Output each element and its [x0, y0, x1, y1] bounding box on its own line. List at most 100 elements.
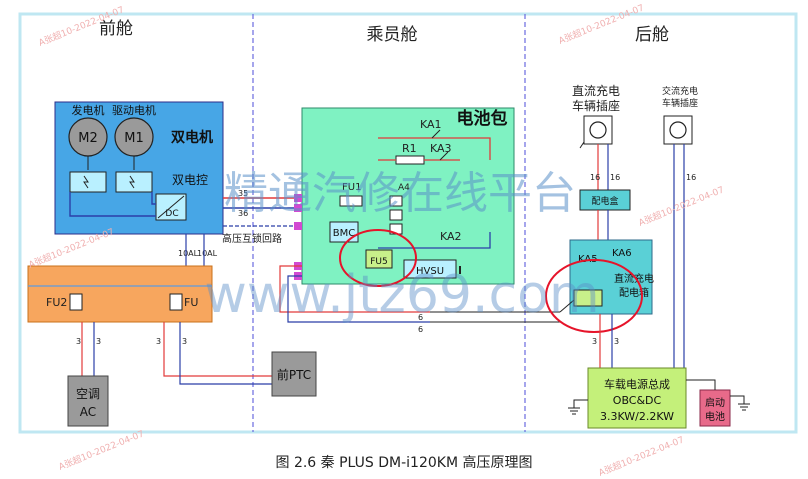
dc-socket-icon [583, 115, 613, 145]
rear-fuse-box [573, 289, 603, 307]
ka3-switch-icon [439, 151, 449, 161]
battery-pack-title: 电池包 [457, 108, 508, 129]
ground-dc-socket [579, 141, 585, 149]
hvsu-box [403, 259, 457, 279]
dcdc-label: DC [165, 209, 178, 219]
annotation-circle-battery [339, 229, 417, 287]
wire-to-start-battery [686, 379, 716, 390]
r1-resistor [395, 155, 425, 165]
ac-compressor-box [67, 375, 109, 427]
watermark-main-1: 精通汽修在线平台 [224, 168, 576, 219]
bmc-box [329, 221, 359, 243]
start-battery-label-1: 启动 [705, 396, 725, 409]
dc-box [579, 189, 631, 211]
wire-label-16a: 16 [590, 173, 600, 182]
fu2-icon [69, 293, 83, 311]
wire-label-16b: 16 [610, 173, 620, 182]
inverter-2-icon [129, 175, 135, 189]
start-battery-label-2: 电池 [705, 410, 725, 423]
motor-m1-label: M1 [124, 131, 144, 146]
inverter-1-icon [83, 175, 89, 189]
wire-label-rear-3: 3 [592, 337, 597, 346]
wire-label-16c: 16 [686, 173, 696, 182]
dc-socket-ring [589, 121, 607, 139]
r1-label: R1 [402, 142, 417, 155]
wire-label-ptc-1: 3 [156, 337, 161, 346]
dc-socket-label-2: 车辆插座 [572, 98, 620, 113]
dc-charge-box-label-1: 直流充电 [614, 272, 654, 285]
fu1-battery-icon [339, 195, 363, 207]
section-title-front: 前舱 [99, 19, 133, 39]
fu2-label: FU2 [46, 296, 67, 309]
ka4-label: A4 [398, 183, 410, 193]
fu5-label: FU5 [370, 257, 388, 267]
ac-socket-label-1: 交流充电 [662, 85, 698, 97]
wire-to-rear-2 [287, 275, 430, 323]
wire-ptc-2 [179, 322, 272, 385]
battery-pack-box [301, 107, 515, 285]
ptc-label: 前PTC [277, 367, 311, 382]
obc-box [587, 367, 687, 429]
wire-ac-socket [673, 144, 685, 376]
obc-label-2: OBC&DC [613, 394, 662, 407]
wire-label-35: 35 [238, 189, 248, 198]
fu1-front-icon [169, 293, 183, 311]
annotation-circle-rear [545, 259, 643, 333]
section-title-rear: 后舱 [635, 25, 669, 45]
fuse-10a-2: 10AL [197, 249, 218, 258]
battery-cells [389, 195, 403, 235]
ac-socket-label-2: 车辆插座 [662, 97, 698, 109]
ac-label-1: 空调 [76, 387, 100, 401]
fu1-battery-label: FU1 [342, 182, 361, 193]
ka2-label: KA2 [440, 230, 462, 243]
generator-label: 发电机 [72, 103, 105, 117]
fu1-front-label: FU [184, 296, 198, 309]
dc-charge-box-label-2: 配电箱 [619, 286, 649, 299]
wire-ptc-1 [163, 322, 272, 377]
watermark-main-2: www.jtz69.com [204, 265, 599, 325]
wire-rear-in [559, 299, 575, 313]
bmc-label: BMC [333, 228, 355, 239]
front-internal-bus [69, 192, 156, 217]
battery-hv-pos-bus [378, 137, 491, 160]
figure-caption: 图 2.6 秦 PLUS DM-i120KM 高压原理图 [275, 455, 533, 471]
ac-socket-ring [669, 121, 687, 139]
battery-hv-neg-bus [378, 232, 491, 249]
ac-label-2: AC [80, 405, 96, 419]
hvsu-label: HVSU [416, 266, 444, 277]
front-fuse-box [27, 265, 213, 323]
dual-motor-label: 双电机 [171, 129, 213, 146]
wire-label-rear-3b: 3 [614, 337, 619, 346]
section-title-cabin: 乘员舱 [367, 25, 418, 45]
wire-label-6b: 6 [418, 325, 423, 334]
fuse-10a-1: 10AL [178, 249, 199, 258]
ka3-label: KA3 [430, 142, 452, 155]
dual-control-label: 双电控 [172, 173, 208, 187]
drive-motor-label: 驱动电机 [112, 103, 156, 117]
wire-label-ac-1: 3 [76, 337, 81, 346]
wire-label-ptc-2: 3 [182, 337, 187, 346]
ac-socket-icon [663, 115, 693, 145]
wire-to-rear-1 [279, 265, 430, 313]
fu5-box [365, 249, 393, 269]
ka6-label: KA6 [612, 248, 632, 259]
ground-obc [573, 399, 588, 408]
wire-label-ac-2: 3 [96, 337, 101, 346]
obc-label-3: 3.3KW/2.2KW [600, 410, 674, 423]
motor-m2-label: M2 [78, 131, 98, 146]
wire-label-6a: 6 [418, 313, 423, 322]
start-battery-box [699, 389, 731, 427]
ka1-switch-icon [431, 129, 441, 139]
ground-icon-start-battery [738, 403, 750, 411]
hv-interlock-label: 高压互锁回路 [222, 232, 282, 245]
ptc-box [271, 351, 317, 397]
ground-start-battery [730, 395, 745, 404]
wire-label-36: 36 [238, 209, 248, 218]
dc-box-label: 配电盒 [591, 195, 618, 207]
dc-socket-label-1: 直流充电 [572, 83, 620, 98]
dcdc-diagonal [157, 195, 185, 219]
obc-label-1: 车载电源总成 [604, 377, 670, 391]
ka1-label: KA1 [420, 118, 442, 131]
